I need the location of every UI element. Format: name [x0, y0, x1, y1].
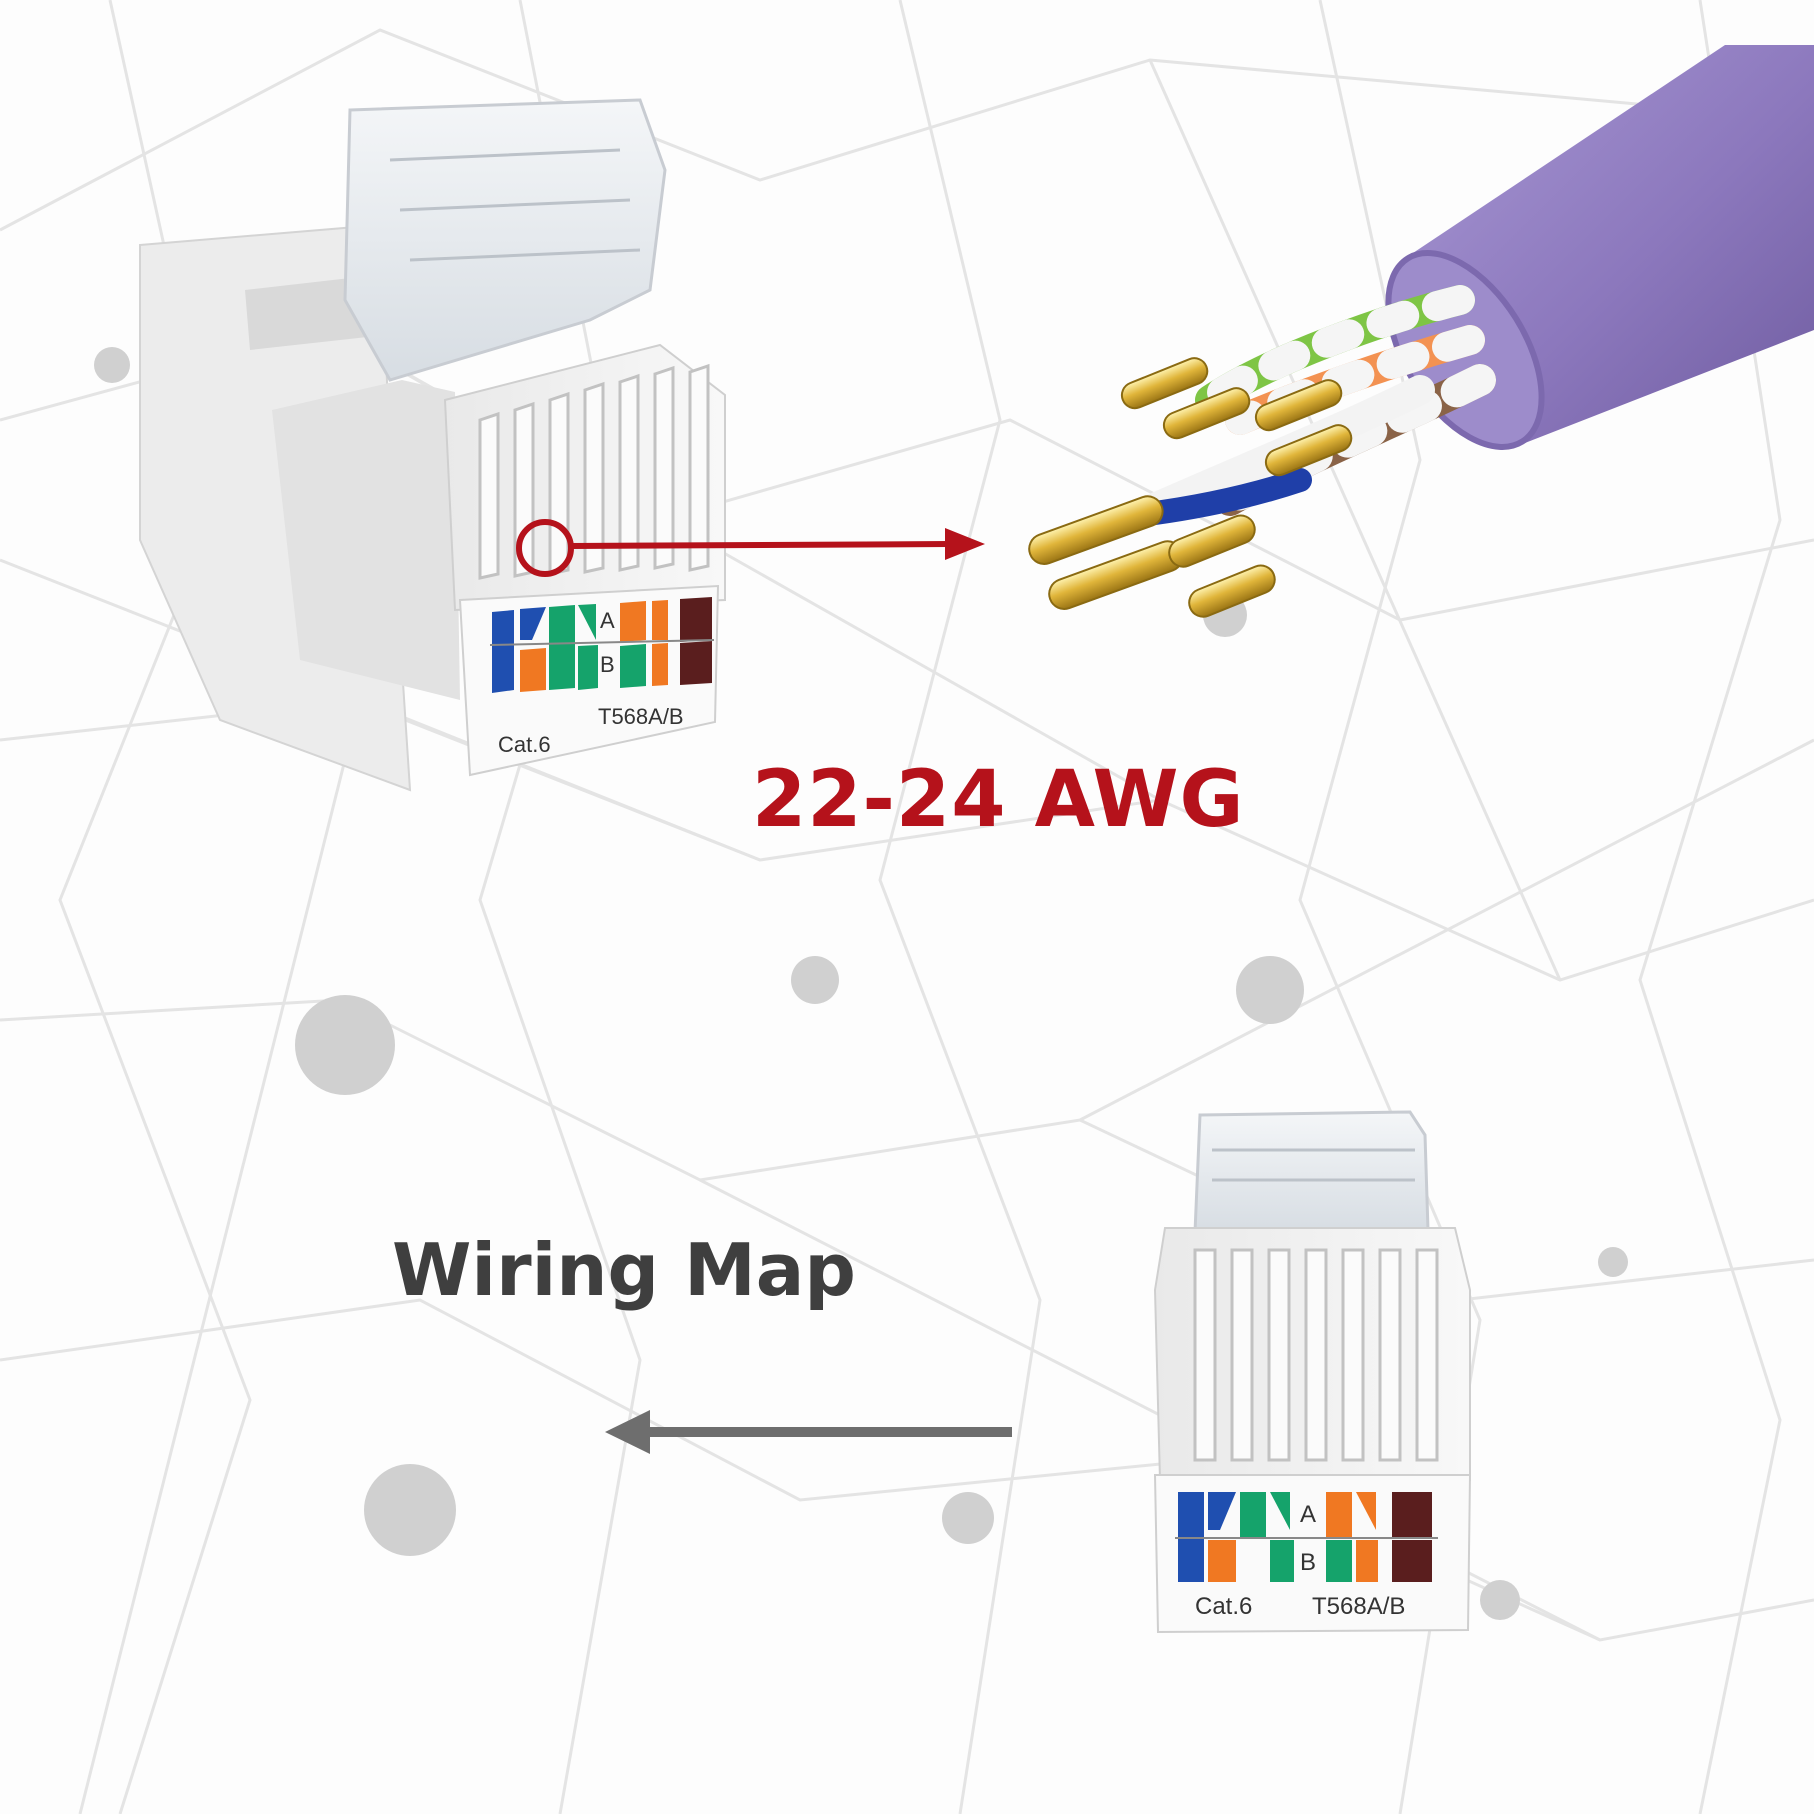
conductor-pins	[1028, 357, 1353, 618]
arrow-left-gray	[605, 1410, 1012, 1454]
arrow-left-icon	[605, 1410, 650, 1454]
idc-slots-bottom	[1193, 1248, 1439, 1462]
color-code-label-top: A B Cat.6 T568A/B	[489, 597, 715, 757]
row-a-label-bottom: A	[1300, 1501, 1316, 1528]
wiring-map-heading: Wiring Map	[392, 1228, 856, 1312]
callout-circle	[516, 519, 574, 577]
keystone-jack-bottom: A B Cat.6 T568A/B	[1153, 1110, 1472, 1634]
cat6-cable	[1028, 45, 1814, 618]
network-nodes	[94, 347, 1628, 1620]
category-label: Cat.6	[498, 732, 551, 757]
awg-rating-heading: 22-24 AWG	[752, 755, 1245, 845]
row-b-label-bottom: B	[1300, 1549, 1316, 1576]
category-label-bottom: Cat.6	[1195, 1593, 1252, 1620]
standard-label: T568A/B	[598, 704, 684, 729]
color-code-label-bottom: A B Cat.6 T568A/B	[1175, 1492, 1438, 1620]
standard-label-bottom: T568A/B	[1312, 1593, 1405, 1620]
callout-arrow-red	[516, 519, 985, 577]
keystone-jack-top: A B Cat.6 T568A/B	[139, 98, 726, 792]
row-a-label: A	[600, 608, 615, 633]
arrow-right-icon	[945, 528, 985, 560]
row-b-label: B	[600, 652, 615, 677]
